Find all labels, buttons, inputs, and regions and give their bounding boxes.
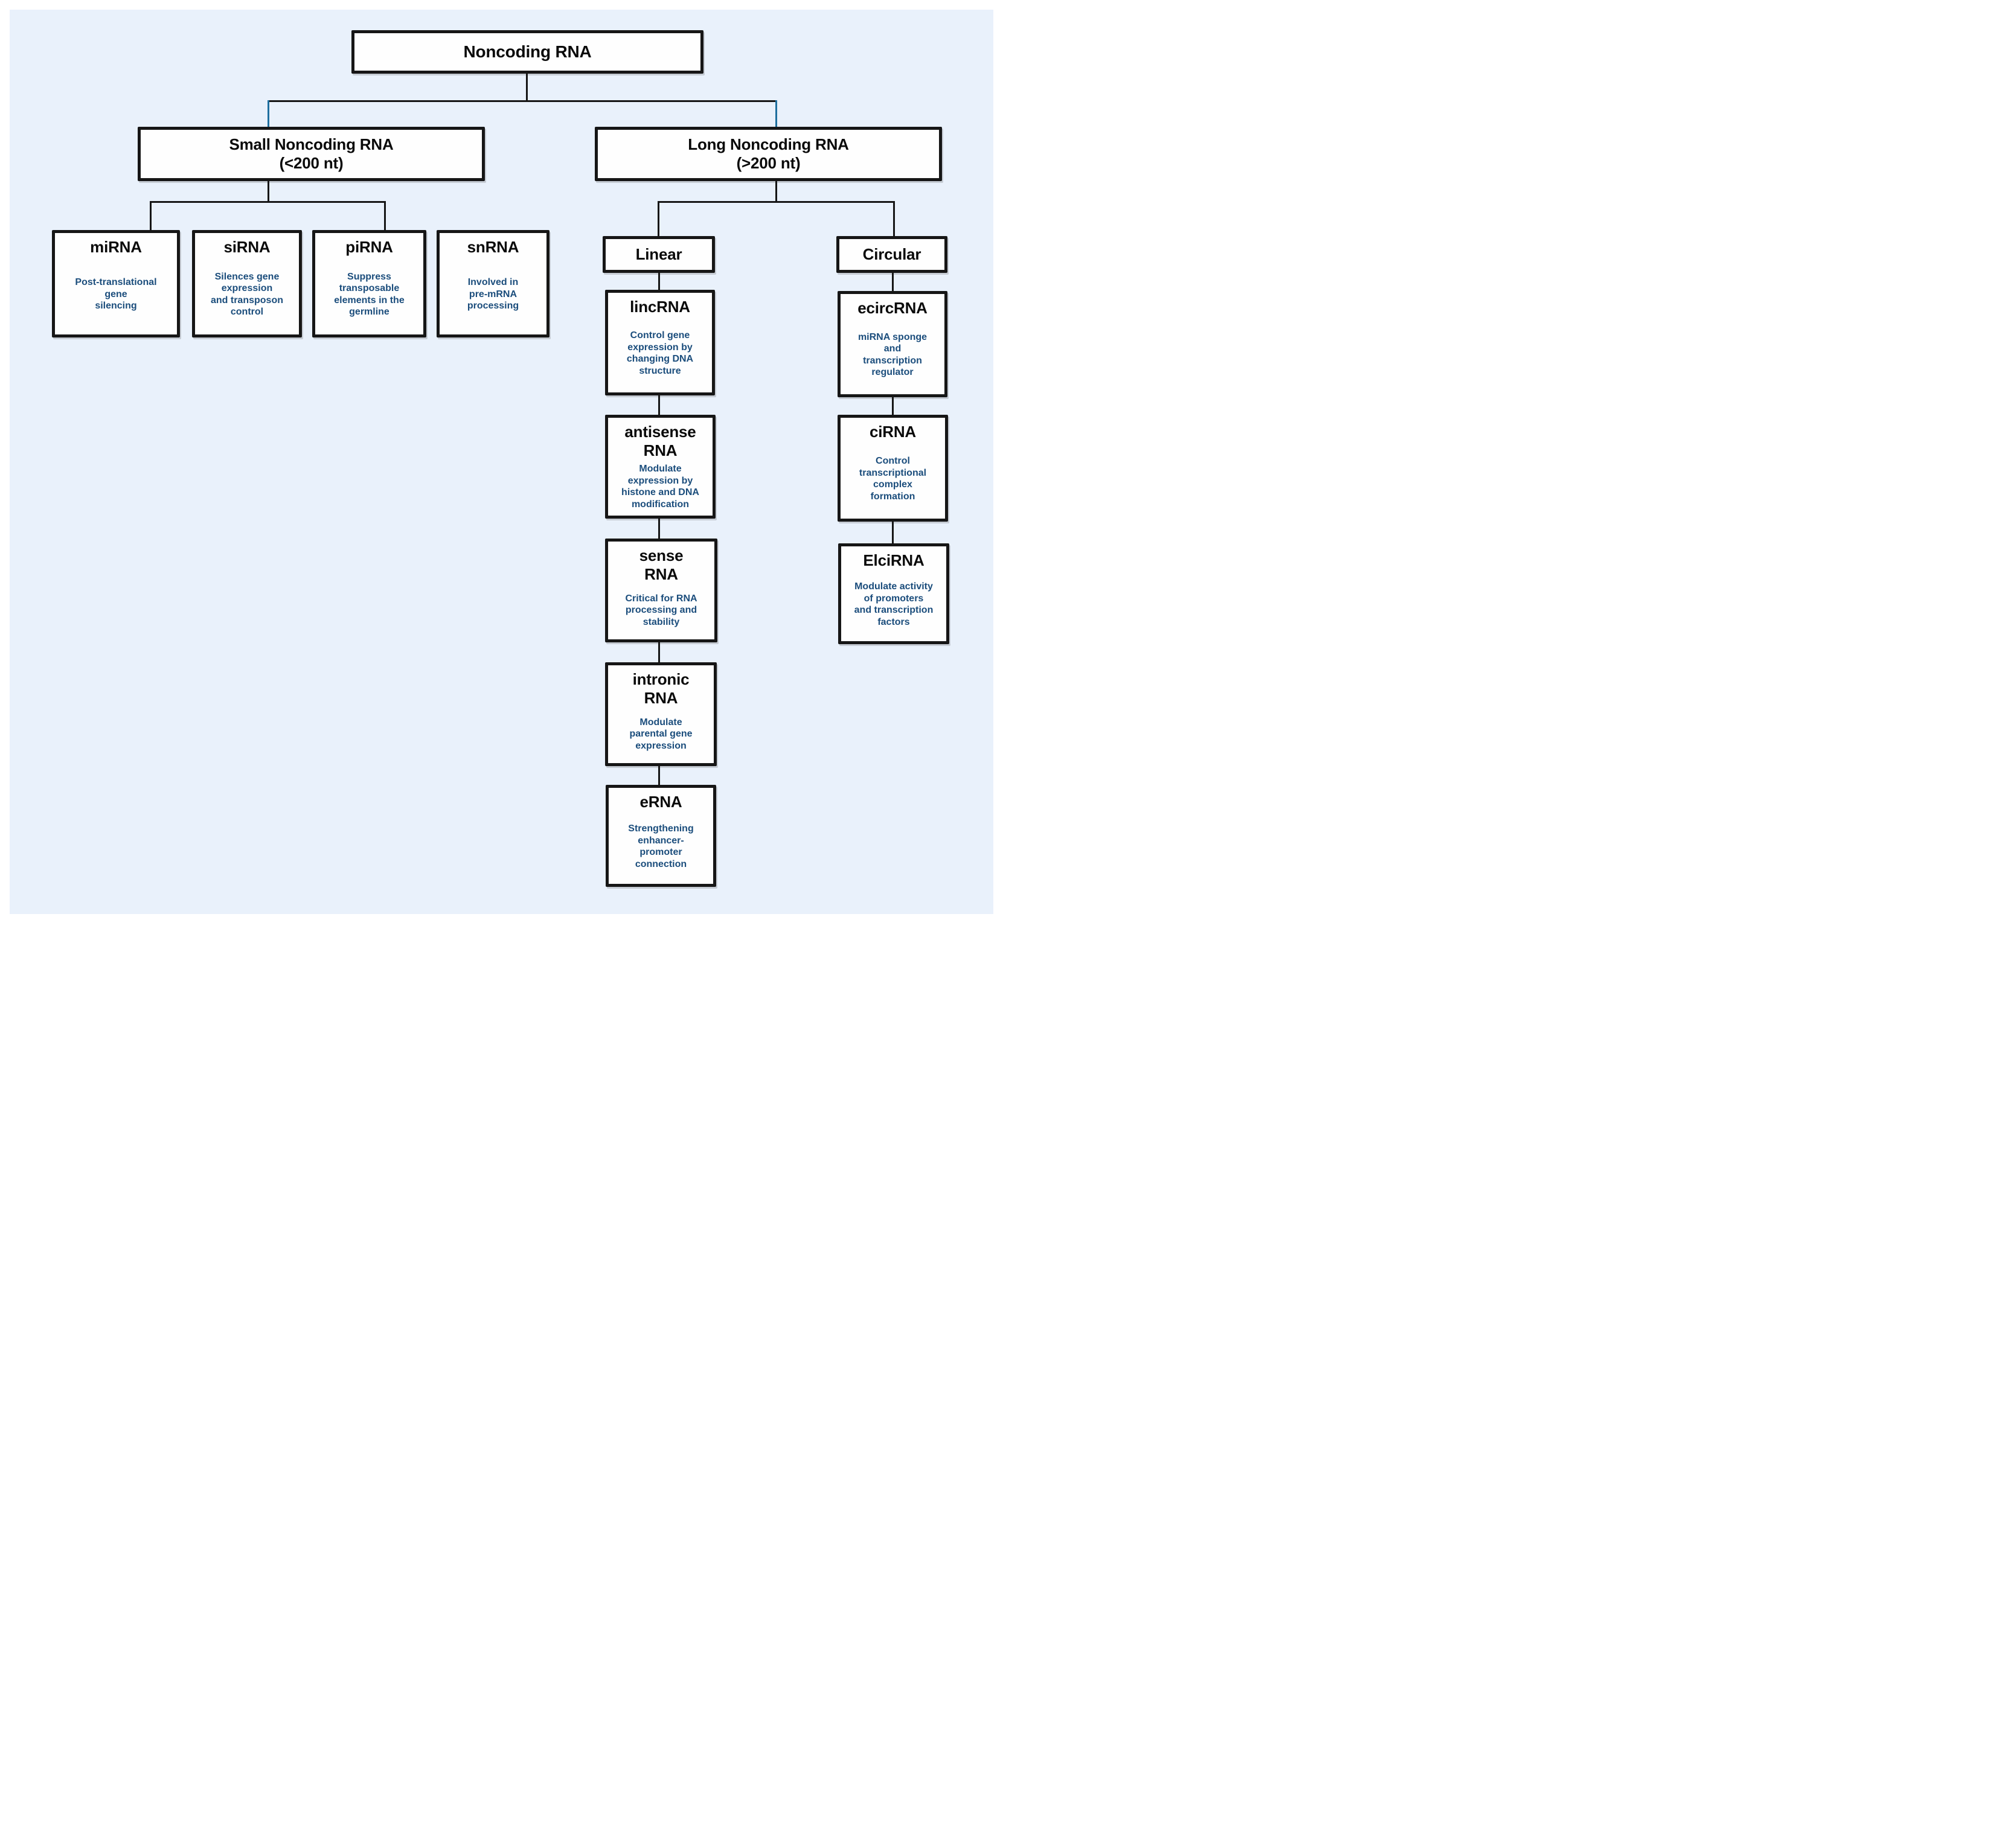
node-lincrna-title: lincRNA [630, 298, 690, 316]
edge-linear-lincrna [658, 273, 660, 291]
node-long-noncoding-rna-subtitle: (>200 nt) [736, 154, 801, 172]
edge-intronic-erna [658, 766, 660, 786]
node-linear: Linear [603, 236, 715, 273]
node-cirna-title: ciRNA [869, 423, 916, 441]
node-erna-desc: Strengthening enhancer- promoter connect… [628, 823, 694, 869]
node-pirna: piRNA Suppress transposable elements in … [312, 230, 426, 337]
edge-sense-intronic [658, 642, 660, 663]
node-mirna-title: miRNA [90, 238, 142, 256]
node-small-noncoding-rna-subtitle: (<200 nt) [279, 154, 344, 172]
node-sirna-desc: Silences gene expression and transposon … [210, 271, 283, 318]
edge-lincrna-antisense [658, 395, 660, 416]
edge-root-rail [268, 100, 777, 102]
node-sense-rna: sense RNA Critical for RNA processing an… [605, 539, 717, 642]
node-antisense-rna-title: antisense RNA [624, 423, 696, 460]
node-intronic-rna-title: intronic RNA [632, 670, 690, 708]
node-snrna-desc: Involved in pre-mRNA processing [467, 277, 519, 312]
node-circular: Circular [836, 236, 947, 273]
edge-pirna-drop [384, 201, 386, 231]
node-ecircrna-title: ecircRNA [857, 299, 928, 317]
edge-long-rail [658, 201, 895, 203]
node-intronic-rna-desc: Modulate parental gene expression [629, 717, 693, 751]
node-elcirna-title: ElciRNA [863, 551, 924, 569]
node-small-noncoding-rna-title: Small Noncoding RNA [229, 135, 394, 153]
node-snrna-title: snRNA [467, 238, 519, 256]
node-sense-rna-title: sense RNA [639, 546, 684, 584]
edge-ecircrna-cirna [892, 397, 894, 416]
edge-antisense-sense [658, 519, 660, 540]
edge-cirna-elcirna [892, 522, 894, 545]
node-elcirna-desc: Modulate activity of promoters and trans… [854, 581, 934, 627]
node-lincrna: lincRNA Control gene expression by chang… [605, 290, 715, 395]
node-sense-rna-desc: Critical for RNA processing and stabilit… [625, 593, 697, 627]
node-mirna-desc: Post-translational gene silencing [75, 277, 157, 312]
edge-linear-drop [658, 201, 659, 237]
edge-small-stem [268, 181, 269, 203]
node-snrna: snRNA Involved in pre-mRNA processing [437, 230, 550, 337]
edge-small-rail [150, 201, 386, 203]
edge-circular-drop [893, 201, 895, 237]
node-circular-title: Circular [862, 245, 921, 263]
node-long-noncoding-rna: Long Noncoding RNA (>200 nt) [595, 127, 942, 181]
node-intronic-rna: intronic RNA Modulate parental gene expr… [605, 662, 717, 766]
node-noncoding-rna-title: Noncoding RNA [463, 42, 592, 62]
node-long-noncoding-rna-title: Long Noncoding RNA [688, 135, 849, 153]
node-pirna-title: piRNA [345, 238, 393, 256]
node-cirna: ciRNA Control transcriptional complex fo… [838, 415, 948, 522]
node-erna: eRNA Strengthening enhancer- promoter co… [606, 785, 716, 887]
node-elcirna: ElciRNA Modulate activity of promoters a… [838, 543, 949, 644]
edge-small-drop-blue [268, 100, 269, 127]
node-antisense-rna-desc: Modulate expression by histone and DNA m… [621, 464, 699, 510]
edge-circular-ecircrna [892, 273, 894, 292]
edge-mirna-drop [150, 201, 152, 231]
diagram-canvas: Noncoding RNA Small Noncoding RNA (<200 … [0, 0, 1003, 924]
edge-root-stem [526, 74, 528, 102]
node-sirna: siRNA Silences gene expression and trans… [192, 230, 302, 337]
node-cirna-desc: Control transcriptional complex formatio… [859, 456, 927, 502]
edge-long-stem [775, 181, 777, 203]
node-mirna: miRNA Post-translational gene silencing [52, 230, 180, 337]
node-small-noncoding-rna: Small Noncoding RNA (<200 nt) [138, 127, 485, 181]
node-noncoding-rna: Noncoding RNA [351, 30, 703, 74]
edge-long-drop-blue [775, 100, 777, 127]
node-pirna-desc: Suppress transposable elements in the ge… [334, 271, 405, 318]
node-lincrna-desc: Control gene expression by changing DNA … [626, 330, 694, 376]
node-ecircrna-desc: miRNA sponge and transcription regulator [857, 331, 928, 378]
node-erna-title: eRNA [639, 793, 682, 811]
node-sirna-title: siRNA [223, 238, 271, 256]
node-ecircrna: ecircRNA miRNA sponge and transcription … [838, 291, 947, 397]
node-linear-title: Linear [635, 245, 682, 263]
node-antisense-rna: antisense RNA Modulate expression by his… [605, 415, 716, 519]
